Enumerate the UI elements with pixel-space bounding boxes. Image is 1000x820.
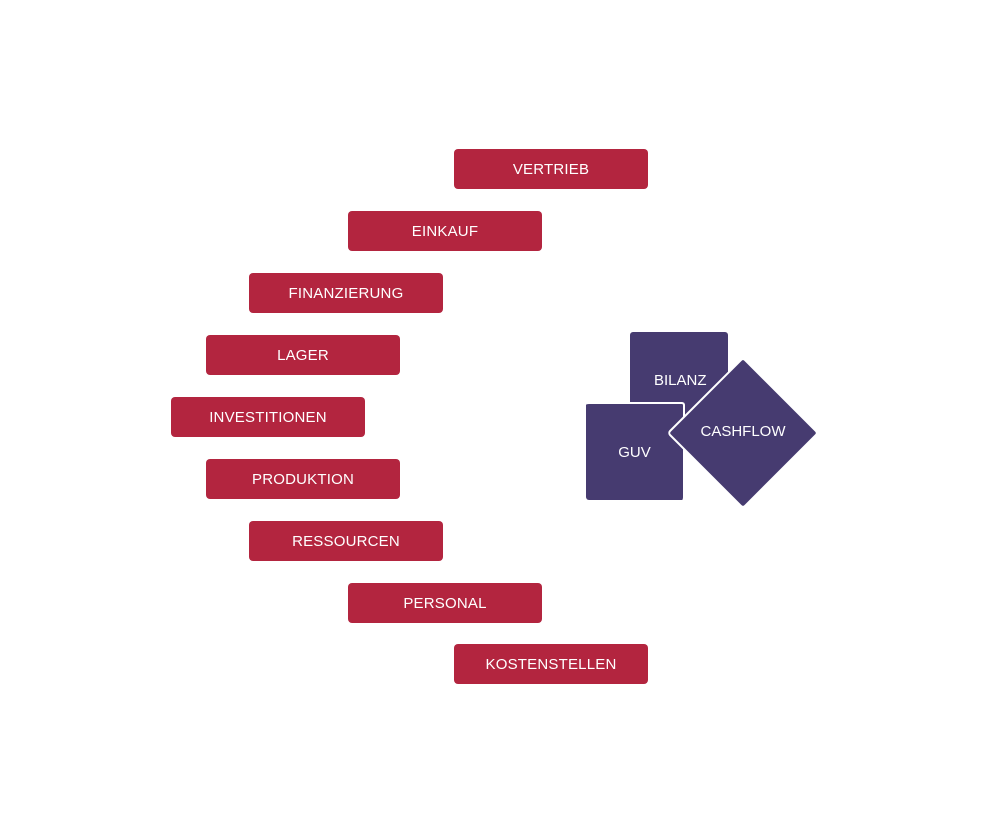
report-guv-label: GUV bbox=[618, 443, 651, 461]
report-cashflow-label: CASHFLOW bbox=[700, 423, 786, 440]
module-lager: LAGER bbox=[206, 335, 400, 375]
module-ressourcen: RESSOURCEN bbox=[249, 521, 443, 561]
module-vertrieb: VERTRIEB bbox=[454, 149, 648, 189]
module-einkauf: EINKAUF bbox=[348, 211, 542, 251]
report-guv-box: GUV bbox=[586, 402, 685, 500]
module-finanzierung: FINANZIERUNG bbox=[249, 273, 443, 313]
module-produktion: PRODUKTION bbox=[206, 459, 400, 499]
module-investitionen: INVESTITIONEN bbox=[171, 397, 365, 437]
module-kostenstellen: KOSTENSTELLEN bbox=[454, 644, 648, 684]
module-personal: PERSONAL bbox=[348, 583, 542, 623]
report-bilanz-label: BILANZ bbox=[654, 372, 707, 389]
